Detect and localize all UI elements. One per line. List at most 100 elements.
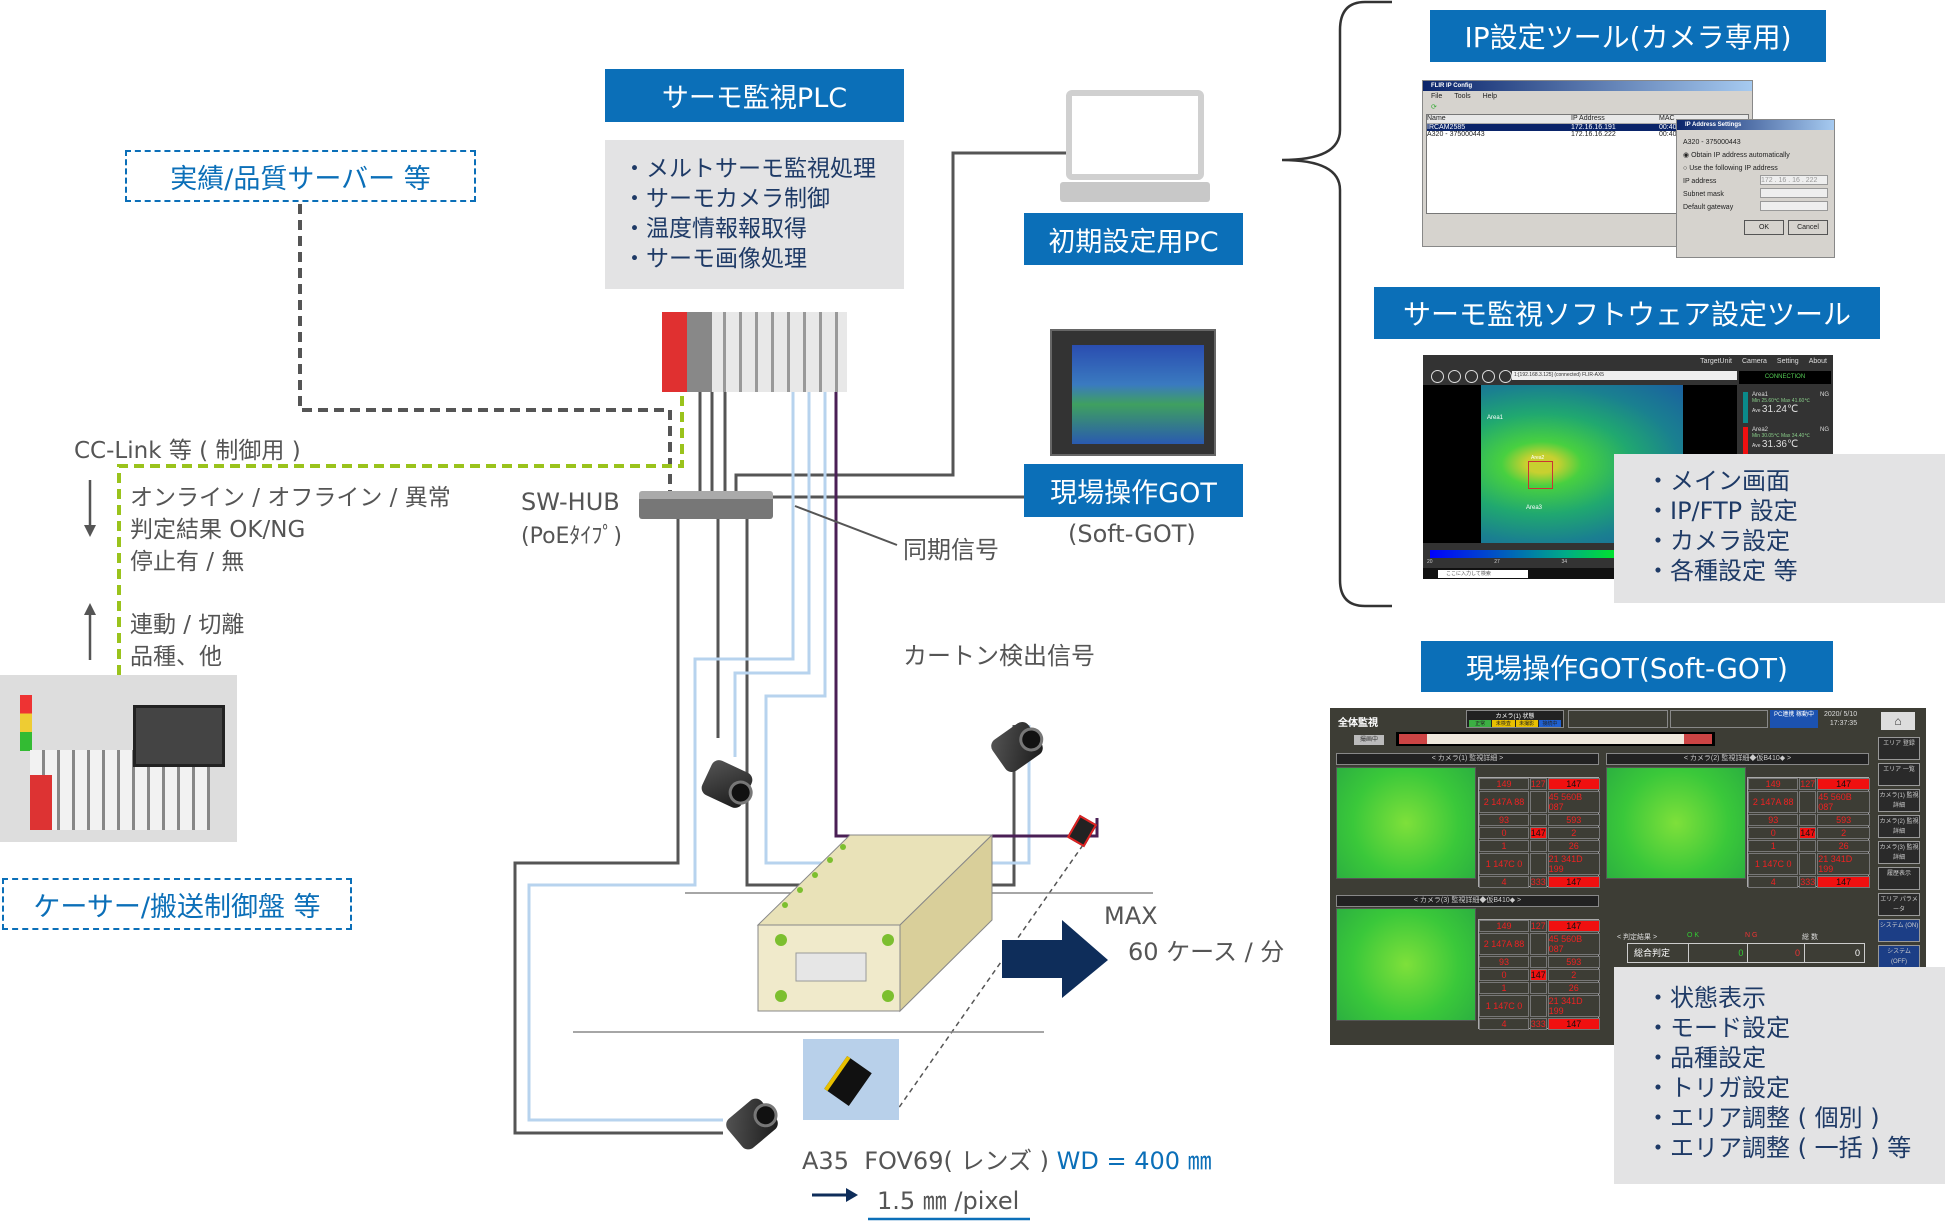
panel-header: < カメラ(2) 監視詳細◆仮B410◆ > bbox=[1606, 753, 1869, 765]
status-chip: 未撮影 bbox=[1515, 720, 1538, 727]
hub-camera2-line bbox=[745, 519, 1016, 887]
side-button[interactable]: 履歴表示 bbox=[1878, 867, 1920, 890]
area-cell bbox=[1529, 814, 1547, 826]
cancel-button[interactable]: Cancel bbox=[1788, 220, 1828, 235]
io-camera3-line bbox=[527, 392, 795, 1122]
area-cell: 127 bbox=[1529, 920, 1547, 932]
capture-button[interactable]: 撮画中 bbox=[1354, 735, 1384, 745]
side-button[interactable]: カメラ(1) 監視詳細 bbox=[1878, 789, 1920, 812]
area-cell: 1 bbox=[1748, 840, 1799, 852]
area-cell: 149 bbox=[1748, 778, 1799, 790]
menu-camera[interactable]: Camera bbox=[1742, 358, 1767, 365]
folder-icon[interactable] bbox=[1465, 370, 1478, 383]
sensor-photo bbox=[803, 1039, 899, 1120]
area-cell: 4 bbox=[1479, 1018, 1529, 1030]
area-cell bbox=[1529, 956, 1547, 968]
menu-setting[interactable]: Setting bbox=[1776, 358, 1799, 365]
area-cell: 93 bbox=[1479, 956, 1529, 968]
menu-bar: TargetUnit Camera Setting About bbox=[1423, 355, 1833, 369]
color-scale bbox=[1430, 550, 1730, 558]
area-cell: 2 147A 88 bbox=[1479, 791, 1529, 813]
working-distance: WD = 400 ㎜ bbox=[1056, 1147, 1212, 1175]
got-screen-title: 現場操作GOT(Soft-GOT) bbox=[1421, 641, 1833, 692]
hub-type: (PoEﾀｲﾌﾟ) bbox=[521, 524, 623, 549]
side-button[interactable]: カメラ(3) 監視詳細 bbox=[1878, 841, 1920, 864]
soft-tool-title: サーモ監視ソフトウェア設定ツール bbox=[1374, 287, 1880, 339]
side-button[interactable]: システム (ON) bbox=[1878, 919, 1920, 942]
empty-status-box bbox=[1670, 710, 1768, 728]
mask-field[interactable] bbox=[1760, 188, 1828, 198]
menu-targetunit[interactable]: TargetUnit bbox=[1700, 358, 1732, 365]
toolbar bbox=[1431, 370, 1512, 383]
status-chip: 接続中 bbox=[1538, 720, 1561, 727]
col-ip: IP Address bbox=[1571, 115, 1605, 122]
pc-link-status: PC連携 稼動中 bbox=[1770, 710, 1818, 728]
save-icon[interactable] bbox=[1482, 370, 1495, 383]
area-cell bbox=[1799, 853, 1817, 875]
gateway-field[interactable] bbox=[1760, 201, 1828, 211]
menu-file[interactable]: File bbox=[1431, 93, 1443, 100]
plc-function: ・メルトサーモ監視処理 bbox=[623, 156, 876, 182]
mask-label: Subnet mask bbox=[1683, 191, 1724, 198]
side-button[interactable]: システム (OFF) bbox=[1878, 945, 1920, 968]
area-cell: 26 bbox=[1547, 982, 1600, 994]
menu-tools[interactable]: Tools bbox=[1454, 93, 1471, 100]
feature: ・IP/FTP 設定 bbox=[1646, 497, 1798, 525]
area-cell: 93 bbox=[1748, 814, 1799, 826]
got-screenshot: 全体監視 カメラ(1) 状態 正常未検査未撮影接続中 PC連携 稼動中 2020… bbox=[1330, 708, 1926, 1045]
radio-manual[interactable]: ○ Use the following IP address bbox=[1683, 165, 1778, 172]
sync-pointer bbox=[794, 505, 898, 546]
ok-col: O K bbox=[1687, 932, 1700, 939]
col-mac: MAC bbox=[1659, 115, 1675, 122]
area-cell: 147 bbox=[1547, 1018, 1600, 1030]
area-cell: 2 bbox=[1547, 827, 1600, 839]
area-cell: 333 bbox=[1529, 1018, 1547, 1030]
feature: ・カメラ設定 bbox=[1646, 527, 1790, 555]
side-button[interactable]: エリア パラメータ bbox=[1878, 893, 1920, 916]
side-button[interactable]: エリア 一覧 bbox=[1878, 763, 1920, 786]
progress-bar bbox=[1396, 732, 1715, 746]
settings-icon[interactable] bbox=[1499, 370, 1512, 383]
dialog-device: A320 - 375000443 bbox=[1683, 139, 1741, 146]
area-cell: 0 bbox=[1748, 827, 1799, 839]
ip-field[interactable]: 172 . 16 . 16 . 222 bbox=[1760, 175, 1828, 185]
area-cell: 21 341D 199 bbox=[1547, 853, 1600, 875]
plc-function: ・サーモカメラ制御 bbox=[623, 186, 830, 212]
plc-title: サーモ監視PLC bbox=[605, 69, 904, 122]
brace bbox=[1281, 0, 1392, 608]
menu-help[interactable]: Help bbox=[1482, 93, 1498, 100]
refresh-icon[interactable]: ⟳ bbox=[1431, 104, 1437, 111]
menu-about[interactable]: About bbox=[1808, 358, 1827, 365]
radio-auto[interactable]: ◉ Obtain IP address automatically bbox=[1683, 152, 1790, 159]
area-cell: 333 bbox=[1529, 876, 1547, 888]
area-cell: 4 bbox=[1748, 876, 1799, 888]
laptop-base bbox=[1060, 182, 1210, 202]
area-cell: 127 bbox=[1799, 778, 1817, 790]
carton-signal-label: カートン検出信号 bbox=[903, 642, 1095, 670]
down-signal: 停止有 / 無 bbox=[130, 549, 245, 575]
plc-function-list: ・メルトサーモ監視処理 ・サーモカメラ制御 ・温度情報報取得 ・サーモ画像処理 bbox=[605, 140, 904, 289]
ok-button[interactable]: OK bbox=[1744, 220, 1784, 235]
caser-box: ケーサー/搬送制御盤 等 bbox=[2, 878, 352, 930]
area-cell: 147 bbox=[1799, 827, 1817, 839]
device-select[interactable]: 1:[192.168.3.125] (connected) FLIR-AX5 bbox=[1512, 371, 1737, 380]
result-table: 総合判定 0 0 0 bbox=[1627, 943, 1865, 963]
window-title: FLIR IP Config bbox=[1423, 81, 1752, 91]
plc-function: ・サーモ画像処理 bbox=[623, 246, 807, 272]
camera-icon[interactable] bbox=[1431, 370, 1444, 383]
side-button[interactable]: カメラ(2) 監視詳細 bbox=[1878, 815, 1920, 838]
feature: ・トリガ設定 bbox=[1646, 1074, 1790, 1102]
side-button[interactable]: エリア 登録 bbox=[1878, 737, 1920, 760]
ip-settings-dialog: IP Address Settings A320 - 375000443 ◉ O… bbox=[1676, 119, 1835, 258]
taskbar-search[interactable]: ここに入力して検索 bbox=[1438, 570, 1528, 578]
panel-header: < カメラ(3) 監視詳細◆仮B410◆ > bbox=[1336, 895, 1599, 907]
video-icon[interactable] bbox=[1448, 370, 1461, 383]
home-icon[interactable]: ⌂ bbox=[1881, 712, 1915, 730]
